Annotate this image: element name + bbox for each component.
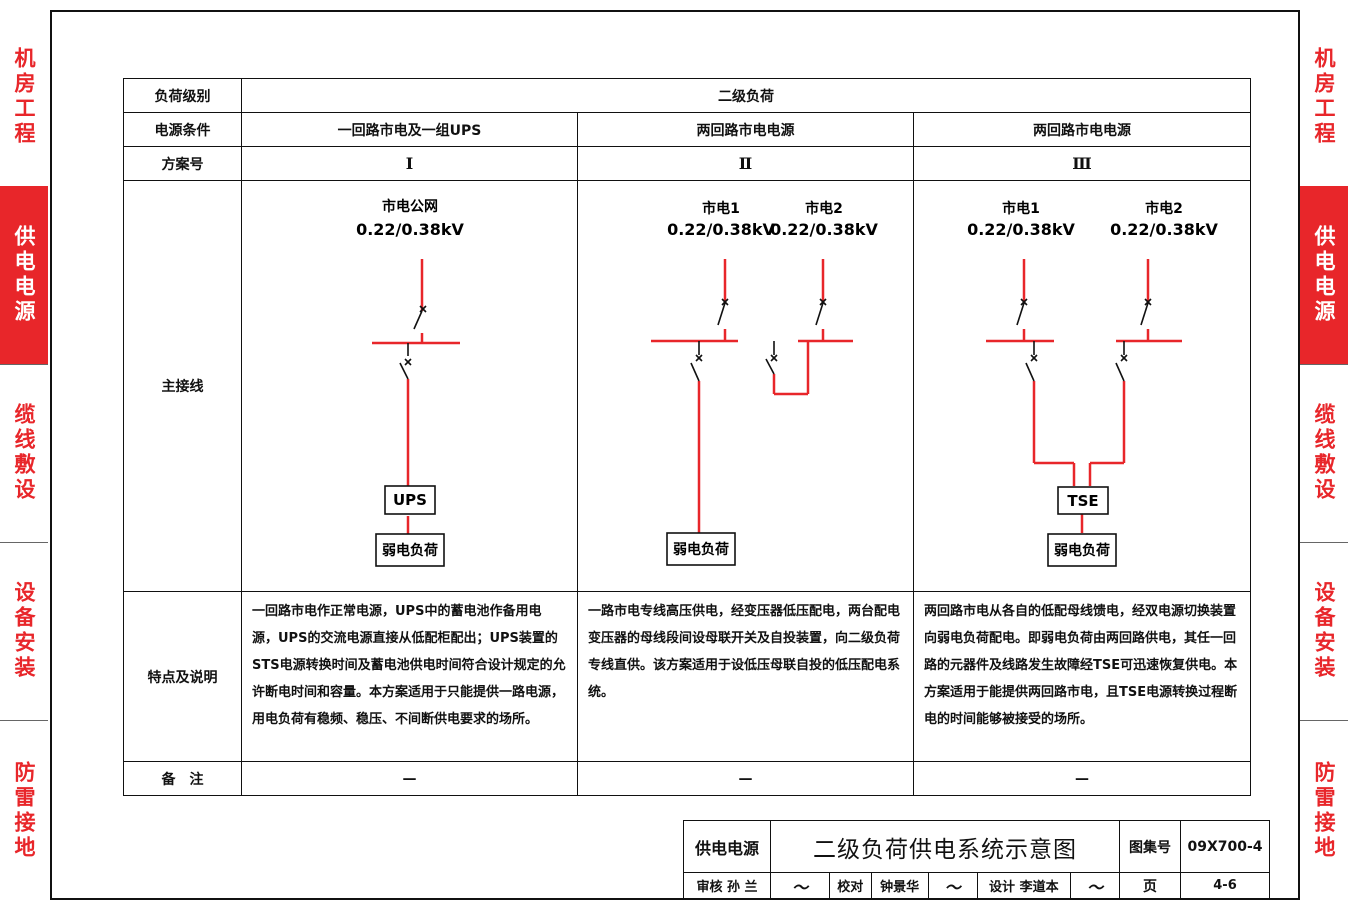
side-tab-cabling[interactable]: 缆线敷设	[0, 364, 48, 543]
side-tab-cabling-right[interactable]: 缆线敷设	[1300, 364, 1348, 543]
load-box-3	[1047, 533, 1117, 567]
source-voltage-3b: 0.22/0.38kV	[1110, 220, 1218, 239]
feeder-lines-2	[651, 259, 853, 533]
load-box-2	[666, 532, 736, 566]
source-voltage-2b: 0.22/0.38kV	[770, 220, 878, 239]
source-voltage-2a: 0.22/0.38kV	[667, 220, 775, 239]
atlas-number: 09X700-4	[1180, 820, 1270, 873]
scheme-number-1: Ⅰ	[241, 146, 578, 181]
scheme-number-3: Ⅲ	[913, 146, 1251, 181]
source-name-2a: 市电1	[702, 200, 740, 217]
row-label-load-level: 负荷级别	[123, 78, 242, 113]
right-side-tabs: 机房工程 供电电源 缆线敷设 设备安装 防雷接地	[1300, 8, 1348, 902]
signature-mark: ～	[791, 877, 808, 897]
condition-scheme-3: 两回路市电电源	[913, 112, 1251, 147]
left-side-tabs: 机房工程 供电电源 缆线敷设 设备安装 防雷接地	[0, 8, 48, 902]
row-label-power-condition: 电源条件	[123, 112, 242, 147]
designer-name: 李道本	[1019, 880, 1059, 895]
row-label-features: 特点及说明	[123, 591, 242, 762]
drawing-title: 二级负荷供电系统示意图	[770, 820, 1120, 873]
check-label: 校对	[829, 872, 872, 899]
source-name-3b: 市电2	[1145, 200, 1183, 217]
row-label-scheme-no: 方案号	[123, 146, 242, 181]
diagram-scheme-1: 市电公网 0.22/0.38kV UPS	[241, 180, 578, 592]
page-label: 页	[1119, 872, 1181, 899]
description-scheme-3: 两回路市电从各自的低配母线馈电，经双电源切换装置向弱电负荷配电。即弱电负荷由两回…	[913, 591, 1251, 762]
checker-signature: ～	[927, 872, 978, 899]
side-tab-machine-room-right[interactable]: 机房工程	[1300, 8, 1348, 187]
side-tab-power-supply-right[interactable]: 供电电源	[1300, 186, 1348, 365]
remark-scheme-3: —	[913, 761, 1251, 796]
ups-box	[384, 485, 436, 515]
designer-cell: 设计 李道本	[976, 872, 1072, 899]
scheme-number-2: Ⅱ	[577, 146, 914, 181]
side-tab-lightning[interactable]: 防雷接地	[12, 761, 36, 861]
wiring-diagram-1: 市电公网 0.22/0.38kV UPS	[356, 198, 465, 567]
side-tab-machine-room[interactable]: 机房工程	[0, 8, 48, 187]
atlas-label: 图集号	[1119, 820, 1181, 873]
source-name-1: 市电公网	[382, 198, 438, 215]
load-level-value: 二级负荷	[241, 78, 1251, 113]
page-label-cell: ～	[1070, 872, 1120, 899]
wiring-diagram-3: 市电1 0.22/0.38kV 市电2 0.22/0.38kV	[967, 200, 1219, 567]
checker-name: 钟景华	[870, 872, 929, 899]
device-label-3: TSE	[1067, 492, 1098, 510]
diagram-scheme-3: 市电1 0.22/0.38kV 市电2 0.22/0.38kV	[913, 180, 1251, 592]
signature-mark: ～	[1086, 877, 1103, 897]
reviewer-name: 孙 兰	[727, 880, 758, 895]
switch-symbols-2	[690, 298, 827, 382]
load-label-1: 弱电负荷	[382, 542, 438, 559]
signature-mark: ～	[944, 877, 961, 897]
title-block: 供电电源 二级负荷供电系统示意图 图集号 09X700-4 审核 孙 兰 ～ 校…	[683, 820, 1270, 899]
row-label-remarks: 备 注	[123, 761, 242, 796]
design-label: 设计	[989, 880, 1016, 895]
load-label-2: 弱电负荷	[673, 541, 729, 558]
review-cell: 审核 孙 兰	[683, 872, 771, 899]
side-tab-equipment[interactable]: 设备安装	[0, 542, 48, 721]
review-label: 审核	[696, 880, 723, 895]
side-tab-lightning-right[interactable]: 防雷接地	[1312, 761, 1336, 861]
source-name-3a: 市电1	[1002, 200, 1040, 217]
page-number: 4-6	[1180, 872, 1270, 899]
reviewer-signature: ～	[770, 872, 830, 899]
load-box-1	[375, 533, 445, 567]
remark-scheme-1: —	[241, 761, 578, 796]
switch-symbols	[399, 305, 427, 380]
condition-scheme-1: 一回路市电及一组UPS	[241, 112, 578, 147]
load-label-3: 弱电负荷	[1054, 542, 1110, 559]
scheme-table: 负荷级别 二级负荷 电源条件 一回路市电及一组UPS 两回路市电电源 两回路市电…	[123, 78, 1251, 796]
side-tab-power-supply[interactable]: 供电电源	[0, 186, 48, 365]
feeder-lines-3	[986, 259, 1182, 533]
description-scheme-2: 一路市电专线高压供电，经变压器低压配电，两台配电变压器的母线段间设母联开关及自投…	[577, 591, 914, 762]
side-tab-equipment-right[interactable]: 设备安装	[1300, 542, 1348, 721]
diagram-scheme-2: 市电1 0.22/0.38kV 市电2 0.22/0.38kV	[577, 180, 914, 592]
feeder-lines	[372, 259, 460, 536]
title-block-section: 供电电源	[683, 820, 771, 873]
switch-symbols-3	[1016, 298, 1152, 382]
drawing-frame	[50, 10, 1300, 900]
row-label-main-wiring: 主接线	[123, 180, 242, 592]
tse-box	[1057, 486, 1109, 515]
source-name-2b: 市电2	[805, 200, 843, 217]
source-voltage-1: 0.22/0.38kV	[356, 220, 464, 239]
remark-scheme-2: —	[577, 761, 914, 796]
source-voltage-3a: 0.22/0.38kV	[967, 220, 1075, 239]
device-label-1: UPS	[393, 491, 427, 509]
description-scheme-1: 一回路市电作正常电源，UPS中的蓄电池作备用电源，UPS的交流电源直接从低配柜配…	[241, 591, 578, 762]
wiring-diagram-2: 市电1 0.22/0.38kV 市电2 0.22/0.38kV	[651, 200, 879, 566]
condition-scheme-2: 两回路市电电源	[577, 112, 914, 147]
